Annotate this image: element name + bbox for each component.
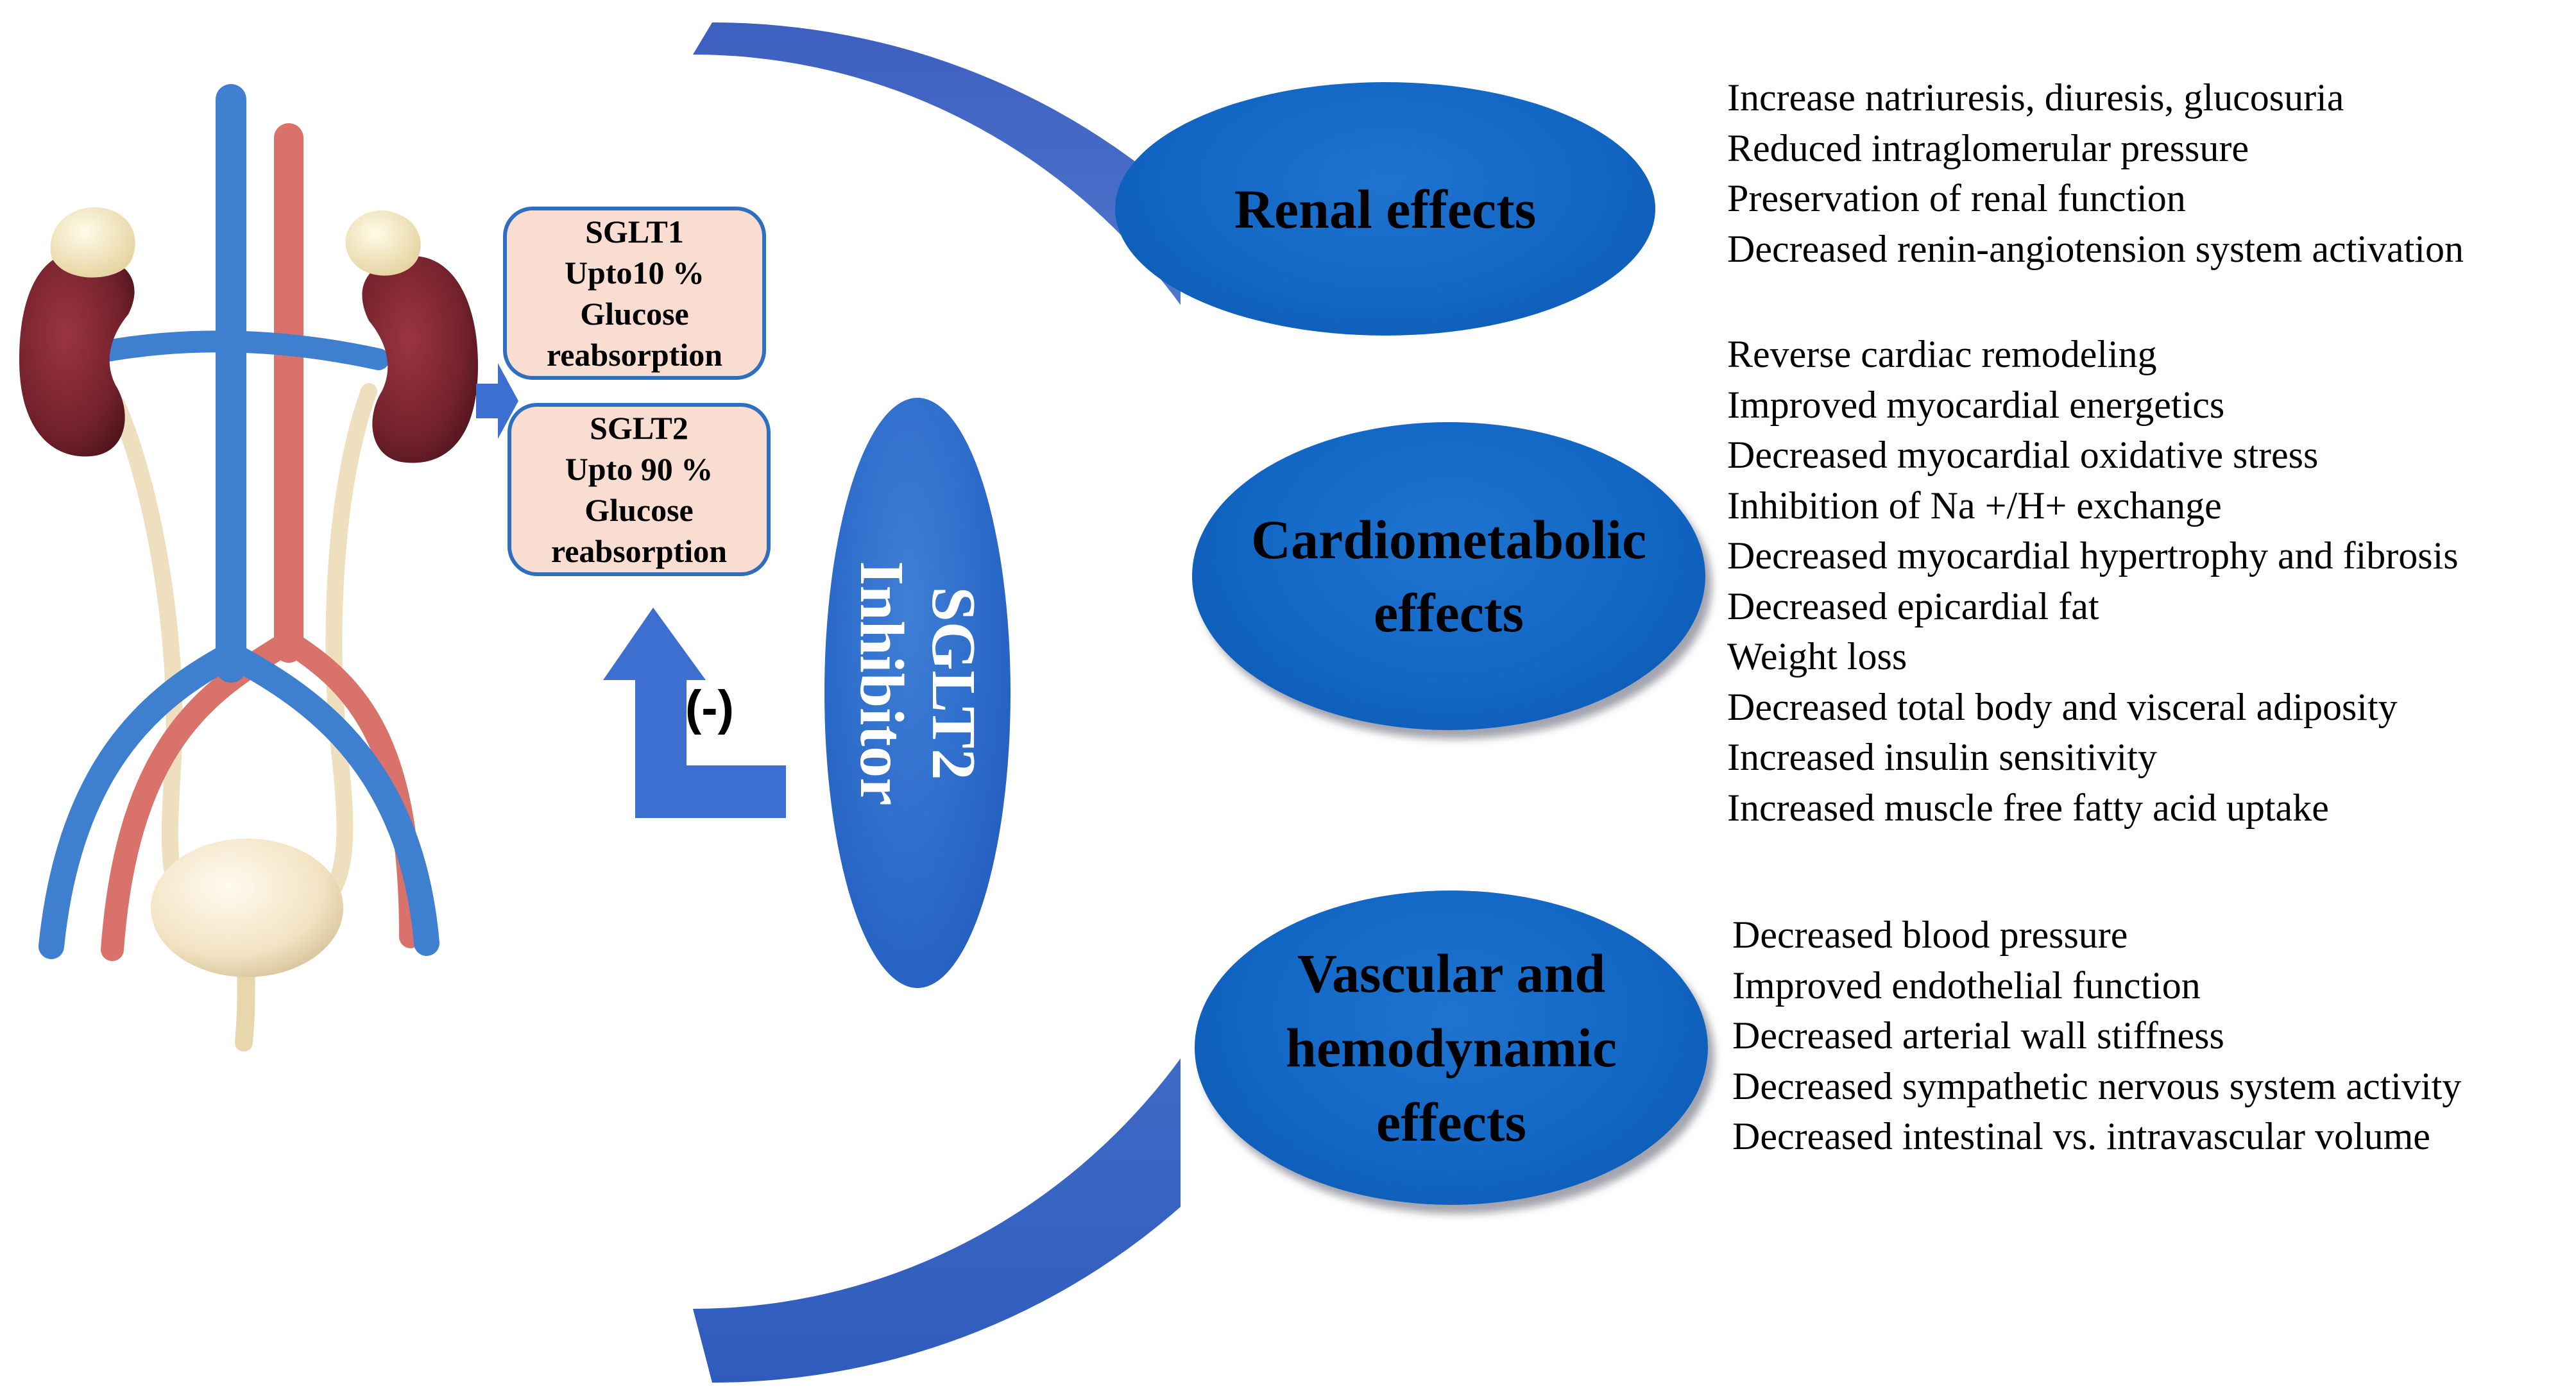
drug-label-line2: Inhibitor <box>847 561 916 806</box>
cardiometabolic-effects-list: Reverse cardiac remodeling Improved myoc… <box>1727 329 2459 833</box>
list-item: Decreased arterial wall stiffness <box>1732 1014 2224 1057</box>
list-item: Decreased blood pressure <box>1732 914 2128 956</box>
list-item: Preservation of renal function <box>1727 177 2186 219</box>
list-item: Decreased total body and visceral adipos… <box>1727 685 2398 728</box>
sglt2-reabsorption: reabsorption <box>550 533 728 569</box>
list-item: Weight loss <box>1727 635 1907 678</box>
list-item: Decreased intestinal vs. intravascular v… <box>1732 1115 2430 1157</box>
cardiometabolic-title-line1: Cardiometabolic <box>1250 509 1647 570</box>
cardiometabolic-title-line2: effects <box>1374 582 1524 644</box>
sglt2-share: Upto 90 % <box>565 451 713 487</box>
right-iliac-vein <box>218 642 439 956</box>
sglt2-name: SGLT2 <box>590 410 688 446</box>
drug-label-line1: SGLT2 <box>919 586 988 780</box>
list-item: Increase natriuresis, diuresis, glucosur… <box>1727 76 2344 119</box>
sglt2-box: SGLT2 Upto 90 % Glucose reabsorption <box>508 403 771 576</box>
cardiometabolic-effects-oval: Cardiometabolic effects <box>1192 422 1705 730</box>
list-item: Improved endothelial function <box>1732 964 2201 1007</box>
sglt2-glucose: Glucose <box>584 492 694 528</box>
vascular-effects-oval: Vascular and hemodynamic effects <box>1195 891 1708 1205</box>
urinary-system-illustration <box>19 84 478 1052</box>
list-item: Reverse cardiac remodeling <box>1727 333 2157 375</box>
inhibition-sign: (-) <box>685 681 734 735</box>
list-item: Inhibition of Na +/H+ exchange <box>1727 484 2222 527</box>
bladder <box>151 839 343 977</box>
list-item: Decreased myocardial oxidative stress <box>1727 434 2319 476</box>
list-item: Decreased sympathetic nervous system act… <box>1732 1064 2462 1107</box>
vascular-title-line3: effects <box>1376 1091 1526 1153</box>
list-item: Decreased myocardial hypertrophy and fib… <box>1727 534 2459 577</box>
list-item: Improved myocardial energetics <box>1727 383 2225 426</box>
right-kidney <box>362 256 478 463</box>
renal-veins <box>85 330 389 370</box>
left-kidney <box>19 251 135 457</box>
drug-label: SGLT2 Inhibitor <box>847 516 988 850</box>
list-item: Increased muscle free fatty acid uptake <box>1727 786 2329 829</box>
sglt1-box: SGLT1 Upto10 % Glucose reabsorption <box>503 207 766 380</box>
list-item: Decreased epicardial fat <box>1727 584 2099 627</box>
vascular-title-line1: Vascular and <box>1297 942 1606 1004</box>
left-adrenal-gland <box>50 207 135 278</box>
drug-oval <box>824 398 1011 988</box>
list-item: Reduced intraglomerular pressure <box>1727 126 2249 169</box>
right-adrenal-gland <box>345 210 421 276</box>
sglt1-share: Upto10 % <box>564 255 705 291</box>
sglt1-reabsorption: reabsorption <box>546 337 723 373</box>
renal-effects-list: Increase natriuresis, diuresis, glucosur… <box>1727 72 2464 274</box>
elbow-arrow-up-icon <box>603 608 786 818</box>
sglt1-name: SGLT1 <box>585 214 684 250</box>
sglt1-glucose: Glucose <box>580 296 689 332</box>
vascular-title-line2: hemodynamic <box>1286 1017 1617 1078</box>
list-item: Decreased renin-angiotension system acti… <box>1727 227 2464 270</box>
vascular-effects-list: Decreased blood pressure Improved endoth… <box>1732 910 2461 1162</box>
left-iliac-vein <box>38 642 244 959</box>
renal-effects-oval: Renal effects <box>1115 82 1655 336</box>
list-item: Increased insulin sensitivity <box>1727 736 2157 778</box>
renal-effects-title: Renal effects <box>1234 178 1537 240</box>
arrow-right-icon <box>476 363 518 439</box>
